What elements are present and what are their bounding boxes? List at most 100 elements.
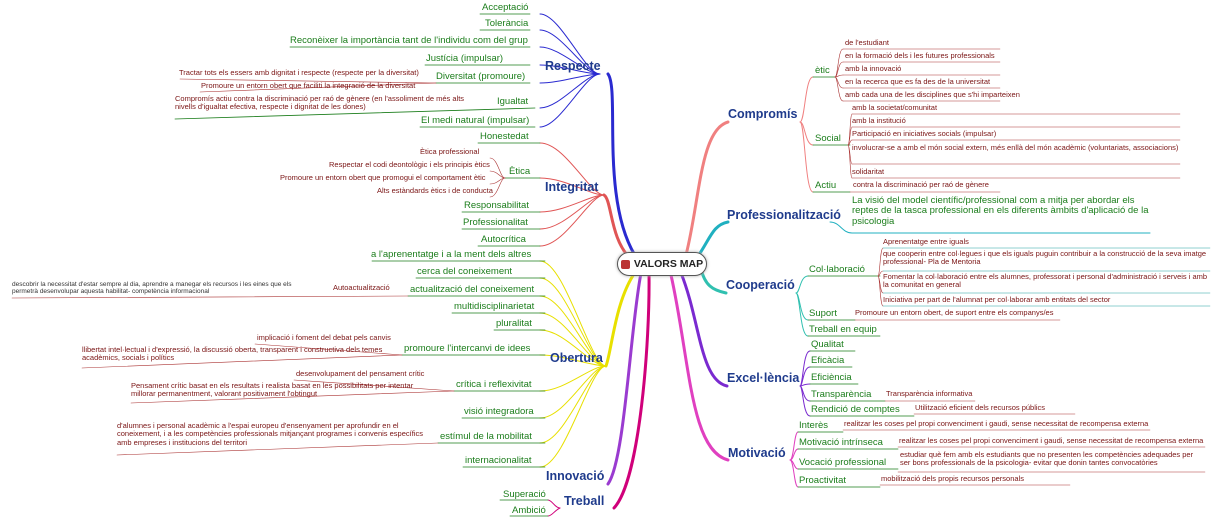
node-aprenentatge[interactable]: a l'aprenentatge i a la ment dels altres: [371, 249, 532, 260]
node-interes[interactable]: Interès: [799, 420, 829, 431]
cooperacio-link-2: [795, 292, 809, 337]
excellencia-link-0: [799, 350, 811, 387]
obertura-link-0: [539, 260, 607, 367]
underline-critica-leaf2: [130, 390, 455, 404]
node-treball-equip[interactable]: Treball en equip: [809, 324, 877, 335]
node-visio-integradora[interactable]: visió integradora: [464, 406, 534, 417]
compromis-link-0: [799, 76, 814, 123]
node-tolerancia[interactable]: Tolerància: [485, 18, 529, 29]
node-qualitat[interactable]: Qualitat: [811, 339, 844, 350]
excellencia-link-4: [799, 385, 811, 417]
leaf-critica-1: desenvolupament del pensament crític: [296, 369, 425, 378]
node-rendicio-comptes[interactable]: Rendició de comptes: [811, 404, 900, 415]
leaf-vocacio: estudiar què fem amb els estudiants que …: [900, 450, 1194, 468]
leaf-motivacio-intrinseca: realitzar les coses pel propi convencime…: [899, 436, 1204, 445]
node-vocacio-professional[interactable]: Vocació professional: [799, 457, 887, 468]
leaf-etic-3: amb la innovació: [845, 64, 902, 73]
node-acceptacio[interactable]: Acceptació: [482, 2, 529, 13]
node-col-laboracio[interactable]: Col·laboració: [809, 264, 865, 275]
underline-critica-leaf1: [293, 379, 455, 392]
node-transparencia[interactable]: Transparència: [811, 389, 872, 400]
branch-respecte: [606, 72, 638, 259]
integritat-link-4: [539, 194, 605, 247]
node-actualitzacio[interactable]: actualització del coneixement: [410, 284, 535, 295]
node-reconeixer[interactable]: Reconèixer la importància tant de l'indi…: [290, 35, 528, 46]
leaf-social-5: solidaritat: [852, 167, 885, 176]
node-motivacio[interactable]: Motivació: [728, 446, 786, 460]
node-treball[interactable]: Treball: [564, 494, 605, 508]
leaf-proactivitat: mobilització dels propis recursos person…: [881, 474, 1024, 483]
node-multidisciplinarietat[interactable]: multidisciplinarietat: [454, 301, 535, 312]
node-superacio[interactable]: Superació: [503, 489, 546, 500]
central-title: VALORS MAP: [633, 258, 704, 270]
node-eficiencia[interactable]: Eficiència: [811, 372, 852, 383]
leaf-col-4: Iniciativa per part de l'alumnat per col…: [883, 295, 1111, 304]
node-pluralitat[interactable]: pluralitat: [496, 318, 532, 329]
leaf-diversitat-1: Tractar tots els essers amb dignitat i r…: [179, 68, 419, 77]
node-proactivitat[interactable]: Proactivitat: [799, 475, 846, 486]
branch-compromis: [684, 120, 730, 257]
col-leaf-link-3: [877, 275, 884, 307]
leaf-social-3: Participació en iniciatives socials (imp…: [852, 129, 997, 138]
node-respecte[interactable]: Respecte: [545, 59, 601, 73]
valors-logo-icon: [620, 259, 630, 269]
obertura-link-9: [539, 365, 607, 468]
node-internacionalitat[interactable]: internacionalitat: [465, 455, 532, 466]
node-innovacio[interactable]: Innovació: [546, 469, 605, 483]
respecte-link-6: [539, 73, 601, 128]
node-actiu[interactable]: Actiu: [815, 180, 837, 191]
social-leaf-link-1: [847, 126, 853, 146]
leaf-col-3: Fomentar la col·laboració entre els alum…: [883, 272, 1208, 290]
obertura-link-7: [539, 365, 607, 419]
leaf-etic-2: en la formació dels i les futures profes…: [845, 51, 995, 60]
node-diversitat[interactable]: Diversitat (promoure): [436, 71, 526, 82]
underline-igualtat: [174, 107, 536, 120]
node-estimul-mobilitat[interactable]: estímul de la mobilitat: [440, 431, 532, 442]
excellencia-link-1: [799, 366, 811, 387]
integritat-link-1: [539, 177, 605, 196]
node-obertura[interactable]: Obertura: [550, 351, 603, 365]
leaf-intercanvi-1: implicació i foment del debat pels canvi…: [257, 333, 391, 342]
obertura-link-1: [539, 277, 607, 367]
node-igualtat[interactable]: Igualtat: [497, 96, 529, 107]
branch-treball: [612, 271, 651, 510]
node-professionalitzacio[interactable]: Professionalització: [727, 208, 841, 222]
node-autocritica[interactable]: Autocrítica: [481, 234, 526, 245]
node-critica-reflexivitat[interactable]: crítica i reflexivitat: [456, 379, 532, 390]
leaf-diversitat-2: Promoure un entorn obert que faciliti la…: [201, 81, 416, 90]
etic-leaf-link-0: [834, 48, 844, 78]
underline-autoactualitzacio: [11, 295, 409, 299]
node-compromis[interactable]: Compromís: [728, 107, 798, 121]
leaf-critica-2: Pensament crític basat en els resultats …: [131, 381, 414, 399]
node-motivacio-intrinseca[interactable]: Motivació intrínseca: [799, 437, 883, 448]
node-excellencia[interactable]: Excel·lència: [727, 371, 800, 385]
node-medi-natural[interactable]: El medi natural (impulsar): [421, 115, 530, 126]
node-eficacia[interactable]: Eficàcia: [811, 355, 845, 366]
branch-innovacio: [606, 271, 643, 486]
node-cooperacio[interactable]: Cooperació: [726, 278, 795, 292]
node-honestedat[interactable]: Honestedat: [480, 131, 529, 142]
treball-link-1: [547, 507, 561, 517]
node-intercanvi-idees[interactable]: promoure l'intercanvi de idees: [404, 343, 531, 354]
node-ambicio[interactable]: Ambició: [512, 505, 546, 516]
node-professionalitat[interactable]: Professionalitat: [463, 217, 528, 228]
obertura-link-8: [539, 365, 607, 444]
node-cerca-coneixement[interactable]: cerca del coneixement: [417, 266, 513, 277]
node-social[interactable]: Social: [815, 133, 841, 144]
node-autoactualitzacio[interactable]: Autoactualització: [333, 283, 390, 292]
node-integritat[interactable]: Integritat: [545, 180, 599, 194]
node-etic[interactable]: ètic: [815, 65, 830, 76]
node-suport[interactable]: Suport: [809, 308, 837, 319]
leaf-etic-1: de l'estudiant: [845, 38, 889, 47]
central-node[interactable]: VALORS MAP: [617, 252, 707, 276]
leaf-etica-4: Alts estàndards ètics i de conducta: [377, 186, 493, 195]
underline-mobilitat-leaf: [116, 442, 439, 456]
node-etica[interactable]: Ètica: [509, 166, 531, 177]
leaf-mobilitat: d'alumnes i personal acadèmic a l'espai …: [117, 421, 423, 447]
node-justicia[interactable]: Justícia (impulsar): [426, 53, 504, 64]
etic-leaf-link-1: [834, 61, 844, 78]
node-responsabilitat[interactable]: Responsabilitat: [464, 200, 529, 211]
col-leaf-link-1: [877, 270, 884, 277]
branch-obertura: [604, 269, 638, 368]
